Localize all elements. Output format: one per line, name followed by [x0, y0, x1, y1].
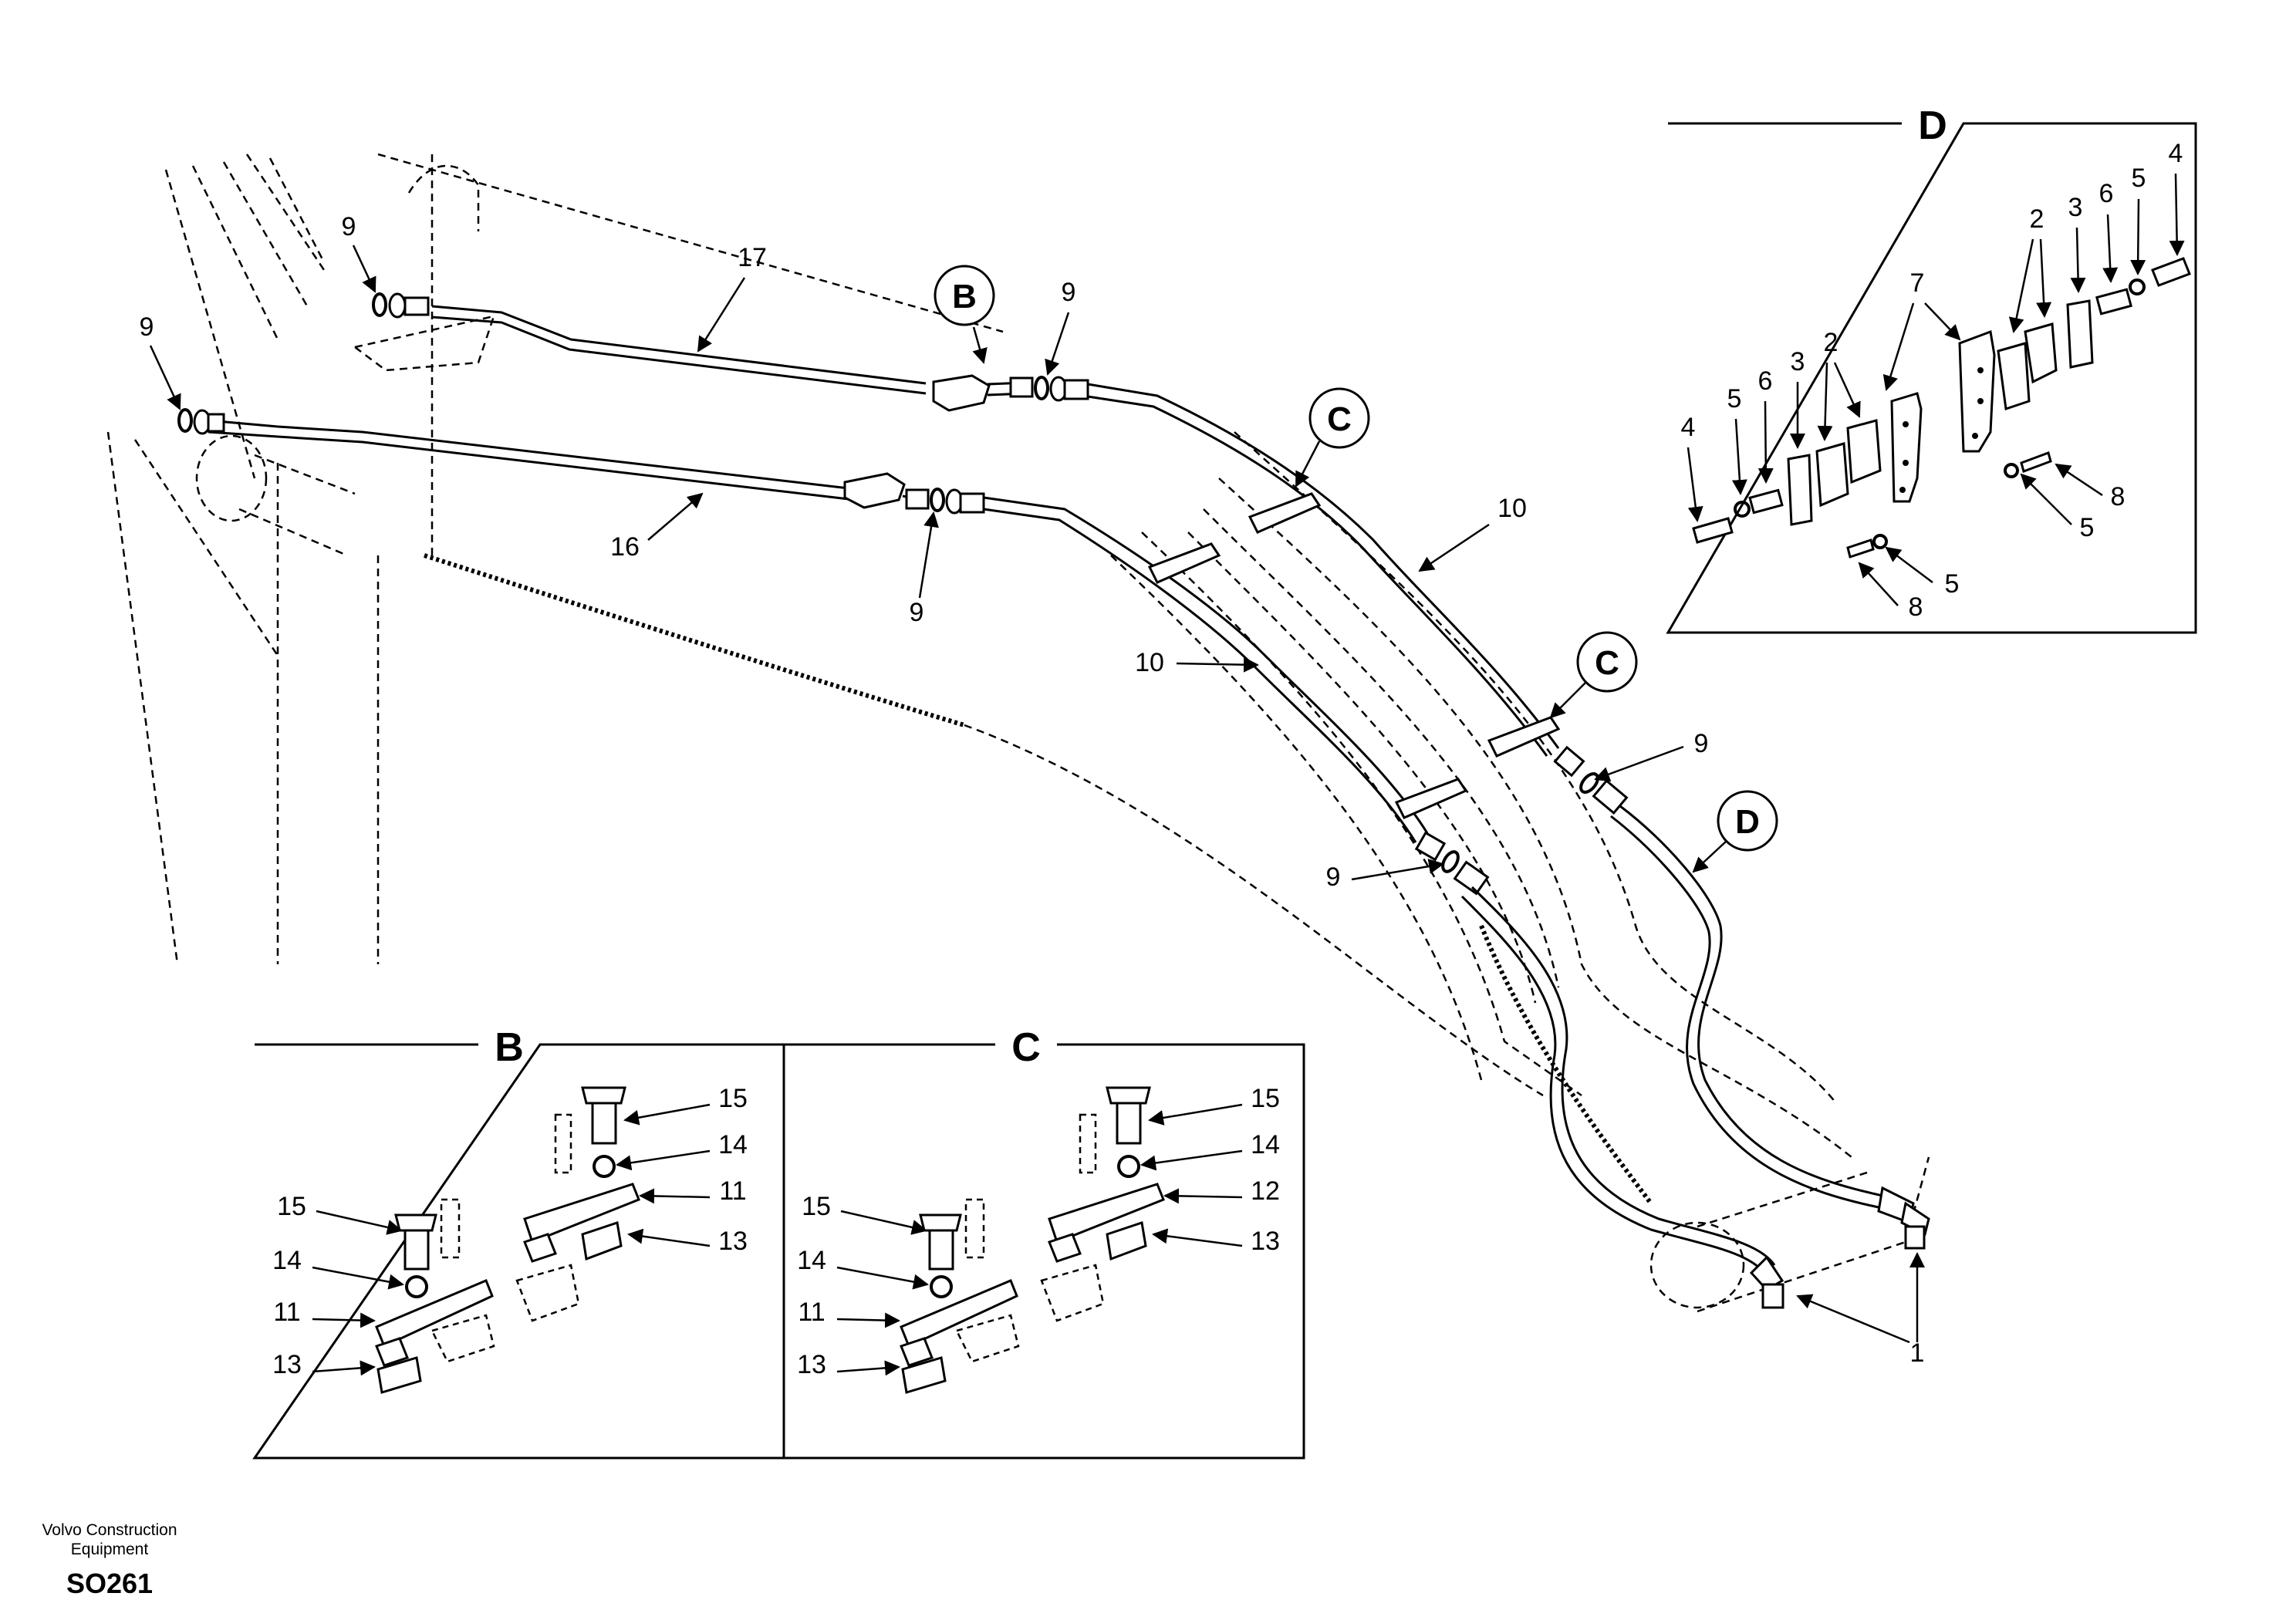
svg-text:1: 1 [1910, 1338, 1925, 1368]
svg-text:4: 4 [2169, 139, 2183, 168]
svg-text:13: 13 [797, 1350, 826, 1379]
pipe-16 [208, 419, 911, 509]
svg-text:4: 4 [1681, 413, 1696, 442]
svg-text:B: B [495, 1025, 524, 1070]
drawing-code: SO261 [66, 1568, 153, 1599]
callout-c-upper[interactable]: C [1295, 387, 1370, 488]
svg-text:5: 5 [1945, 569, 1960, 599]
svg-text:8: 8 [2111, 482, 2125, 511]
svg-text:9: 9 [1326, 862, 1341, 892]
svg-text:B: B [952, 278, 977, 316]
svg-text:11: 11 [798, 1298, 825, 1327]
svg-text:14: 14 [1251, 1130, 1280, 1159]
svg-text:5: 5 [2132, 164, 2146, 193]
hoses-1 [1460, 805, 1930, 1309]
svg-text:C: C [1327, 400, 1352, 438]
svg-text:6: 6 [1758, 366, 1773, 396]
svg-text:13: 13 [718, 1227, 748, 1256]
svg-text:Equipment: Equipment [71, 1541, 149, 1558]
pipe-17 [431, 305, 1027, 412]
svg-text:13: 13 [1251, 1227, 1280, 1256]
svg-text:5: 5 [1727, 384, 1742, 413]
pipe-10-upper [1087, 383, 1560, 757]
detail-box-b: B 15 14 11 13 15 14 11 13 [252, 1025, 785, 1460]
svg-text:C: C [1595, 644, 1619, 682]
svg-text:9: 9 [140, 312, 154, 342]
callout-b[interactable]: B [934, 265, 995, 364]
footer-brand: Volvo Construction Equipment SO261 [42, 1521, 177, 1599]
svg-text:14: 14 [272, 1246, 302, 1275]
svg-text:9: 9 [1694, 729, 1709, 758]
svg-text:7: 7 [1910, 268, 1925, 298]
svg-text:13: 13 [272, 1350, 302, 1379]
svg-text:D: D [1735, 803, 1760, 841]
pipe-fittings [177, 292, 1089, 515]
svg-text:12: 12 [1251, 1176, 1280, 1206]
callout-d[interactable]: D [1692, 790, 1778, 873]
svg-text:5: 5 [2080, 513, 2095, 542]
callout-c-lower[interactable]: C [1549, 631, 1638, 719]
clamps [1147, 492, 1561, 819]
svg-text:14: 14 [797, 1246, 826, 1275]
svg-text:14: 14 [718, 1130, 748, 1159]
svg-text:8: 8 [1909, 592, 1923, 622]
boom-outline [106, 153, 1930, 1313]
svg-text:9: 9 [342, 212, 356, 241]
svg-text:16: 16 [610, 532, 640, 562]
svg-text:17: 17 [738, 243, 767, 272]
svg-text:6: 6 [2099, 179, 2114, 208]
svg-text:9: 9 [910, 598, 924, 627]
svg-text:15: 15 [718, 1084, 748, 1113]
svg-text:2: 2 [1824, 328, 1838, 357]
svg-text:2: 2 [2030, 204, 2044, 234]
svg-text:15: 15 [1251, 1084, 1280, 1113]
svg-text:D: D [1918, 103, 1947, 148]
svg-text:10: 10 [1497, 494, 1527, 523]
svg-text:Volvo Construction: Volvo Construction [42, 1521, 177, 1539]
svg-text:C: C [1011, 1025, 1041, 1070]
detail-box-c: C 15 14 12 13 15 14 11 13 [784, 1025, 1305, 1460]
svg-text:10: 10 [1135, 648, 1164, 677]
svg-text:9: 9 [1062, 278, 1076, 307]
svg-text:11: 11 [273, 1298, 300, 1327]
lower-fittings [1414, 745, 1629, 896]
detail-box-d: D 2 3 6 5 4 7 [1666, 103, 2197, 634]
svg-text:15: 15 [802, 1192, 831, 1221]
svg-text:3: 3 [1791, 347, 1805, 376]
main-labels: 9 9 17 9 16 9 10 10 9 9 1 [140, 212, 1925, 1368]
svg-text:15: 15 [277, 1192, 306, 1221]
svg-text:3: 3 [2068, 193, 2083, 222]
svg-text:11: 11 [719, 1176, 746, 1206]
